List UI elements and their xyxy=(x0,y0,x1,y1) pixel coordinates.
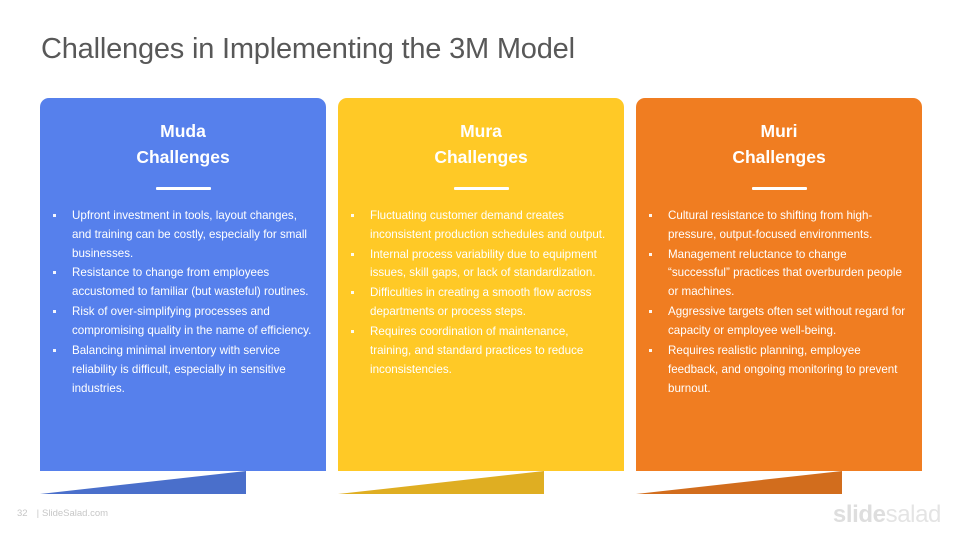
list-item: Risk of over-simplifying processes and c… xyxy=(53,303,312,341)
card-body[interactable]: Muda Challenges Upfront investment in to… xyxy=(40,98,326,471)
card-bullet-list: Cultural resistance to shifting from hig… xyxy=(636,190,922,399)
bullet-square-icon xyxy=(351,330,354,334)
list-item: Upfront investment in tools, layout chan… xyxy=(53,207,312,264)
list-item: Cultural resistance to shifting from hig… xyxy=(649,207,908,245)
card-fold-shadow xyxy=(338,471,544,494)
bullet-square-icon xyxy=(649,310,652,314)
bullet-square-icon xyxy=(53,310,56,314)
bullet-text: Requires coordination of maintenance, tr… xyxy=(370,325,584,376)
heading-divider xyxy=(751,186,807,190)
card-heading: Mura Challenges xyxy=(338,98,624,171)
list-item: Aggressive targets often set without reg… xyxy=(649,303,908,341)
bullet-text: Upfront investment in tools, layout chan… xyxy=(72,208,307,260)
card-body[interactable]: Mura Challenges Fluctuating customer dem… xyxy=(338,98,624,471)
list-item: Internal process variability due to equi… xyxy=(351,246,610,284)
bullet-square-icon xyxy=(351,291,354,295)
list-item: Fluctuating customer demand creates inco… xyxy=(351,207,610,245)
bullet-text: Management reluctance to change “success… xyxy=(668,247,902,299)
slide-footer: 32 |SlideSalad.com xyxy=(17,508,108,519)
challenge-card-muri: Muri Challenges Cultural resistance to s… xyxy=(636,98,922,494)
card-heading-line2: Challenges xyxy=(732,146,826,167)
bullet-text: Resistance to change from employees accu… xyxy=(72,266,309,299)
bullet-text: Requires realistic planning, employee fe… xyxy=(668,344,898,395)
bullet-square-icon xyxy=(351,213,354,217)
list-item: Requires coordination of maintenance, tr… xyxy=(351,323,610,380)
page-title: Challenges in Implementing the 3M Model xyxy=(41,33,575,65)
bullet-square-icon xyxy=(53,349,56,353)
heading-divider xyxy=(155,186,211,190)
card-fold-triangle xyxy=(636,471,842,494)
bullet-square-icon xyxy=(53,213,56,217)
card-fold-triangle xyxy=(338,471,544,494)
card-heading-line2: Challenges xyxy=(136,146,230,167)
card-heading-line2: Challenges xyxy=(434,146,528,167)
card-fold-shadow xyxy=(636,471,842,494)
bullet-square-icon xyxy=(649,252,652,256)
challenge-card-muda: Muda Challenges Upfront investment in to… xyxy=(40,98,326,494)
card-body[interactable]: Muri Challenges Cultural resistance to s… xyxy=(636,98,922,471)
card-heading-line1: Mura xyxy=(460,121,502,141)
card-heading-line1: Muda xyxy=(160,121,206,141)
card-fold-shadow xyxy=(40,471,246,494)
card-heading: Muda Challenges xyxy=(40,98,326,171)
bullet-square-icon xyxy=(351,252,354,256)
bullet-text: Fluctuating customer demand creates inco… xyxy=(370,208,606,241)
bullet-square-icon xyxy=(649,213,652,217)
bullet-text: Cultural resistance to shifting from hig… xyxy=(668,208,873,241)
list-item: Resistance to change from employees accu… xyxy=(53,264,312,302)
card-fold-triangle xyxy=(40,471,246,494)
heading-divider xyxy=(453,186,509,190)
brand-logo-part1: slide xyxy=(832,501,886,528)
brand-logo-part2: salad xyxy=(885,501,942,528)
challenge-card-mura: Mura Challenges Fluctuating customer dem… xyxy=(338,98,624,494)
bullet-square-icon xyxy=(53,271,56,275)
card-bullet-list: Upfront investment in tools, layout chan… xyxy=(40,190,326,399)
footer-site: SlideSalad.com xyxy=(42,508,109,519)
list-item: Requires realistic planning, employee fe… xyxy=(649,342,908,399)
list-item: Balancing minimal inventory with service… xyxy=(53,342,312,399)
list-item: Difficulties in creating a smooth flow a… xyxy=(351,284,610,322)
card-heading-line1: Muri xyxy=(760,121,798,141)
bullet-text: Risk of over-simplifying processes and c… xyxy=(72,305,312,338)
page-number: 32 xyxy=(17,508,28,519)
card-bullet-list: Fluctuating customer demand creates inco… xyxy=(338,190,624,380)
footer-separator: | xyxy=(36,508,40,519)
bullet-text: Aggressive targets often set without reg… xyxy=(668,305,906,338)
bullet-text: Difficulties in creating a smooth flow a… xyxy=(370,286,592,319)
card-heading: Muri Challenges xyxy=(636,98,922,171)
list-item: Management reluctance to change “success… xyxy=(649,246,908,303)
bullet-text: Internal process variability due to equi… xyxy=(370,247,597,280)
brand-logo: slidesalad xyxy=(833,501,941,529)
bullet-text: Balancing minimal inventory with service… xyxy=(72,344,286,395)
bullet-square-icon xyxy=(649,349,652,353)
